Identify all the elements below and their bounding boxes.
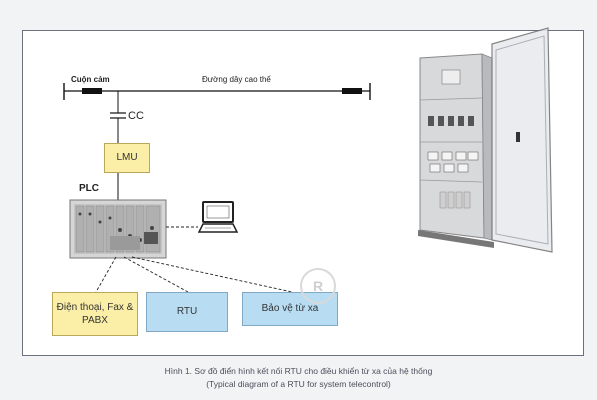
- plc-rack: [69, 199, 167, 259]
- laptop-icon: [197, 201, 239, 233]
- link-phone: [95, 256, 117, 293]
- rtu-cabinet-image: [418, 27, 553, 253]
- coupling-capacitor-label: CC: [128, 110, 144, 122]
- inductor-left: [82, 88, 102, 94]
- phone-fax-pabx-box: Điện thoại, Fax & PABX: [52, 292, 138, 336]
- inductor-label: Cuộn cảm: [71, 75, 110, 84]
- caption-english: (Typical diagram of a RTU for system tel…: [206, 379, 391, 389]
- plc-label: PLC: [79, 183, 99, 194]
- watermark-logo: R: [300, 268, 336, 304]
- rtu-box: RTU: [146, 292, 228, 332]
- link-rtu: [123, 256, 189, 293]
- link-protection: [131, 256, 293, 293]
- high-voltage-line-label: Đường dây cao thế: [202, 75, 271, 84]
- inductor-right: [342, 88, 362, 94]
- caption-vietnamese: Hình 1. Sơ đồ điển hình kết nối RTU cho …: [164, 366, 433, 376]
- lmu-box: LMU: [104, 143, 150, 173]
